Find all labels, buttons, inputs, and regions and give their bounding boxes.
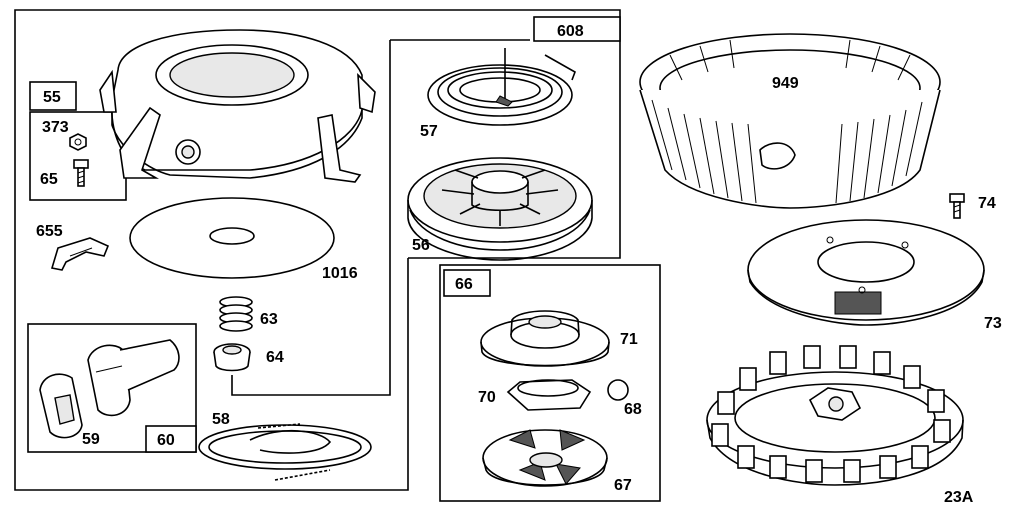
label-73: 73 [984,315,1002,332]
retainer-64-drawing [213,343,251,372]
label-64: 64 [266,349,284,366]
assembly-608-label: 608 [557,23,584,40]
label-23a: 23A [944,489,974,506]
label-373: 373 [42,119,69,136]
label-68: 68 [624,401,642,418]
nut-373-drawing [69,133,87,151]
assembly-55-label: 55 [43,89,61,106]
label-655: 655 [36,223,63,240]
blower-housing-drawing [99,29,376,183]
pulley-56-drawing [407,157,593,261]
label-1016: 1016 [322,265,358,282]
ratchet-70-drawing [506,379,592,411]
label-58: 58 [212,411,230,428]
grass-screen-949-drawing [639,33,941,209]
recoil-spring-57-drawing [427,48,576,126]
label-65: 65 [40,171,58,188]
clip-655-drawing [50,237,110,271]
label-74: 74 [978,195,996,212]
assembly-60-frame [27,323,197,453]
label-67: 67 [614,477,632,494]
label-63: 63 [260,311,278,328]
assembly-55-tag [29,81,77,111]
label-57: 57 [420,123,438,140]
assembly-66-frame [439,264,661,502]
ball-68-drawing [607,379,629,401]
assembly-66-tag [443,269,491,297]
assembly-608-tag [533,16,621,42]
ratchet-base-67-drawing [482,429,608,487]
assembly-60-tag [145,425,197,453]
assembly-608-frame [231,40,391,396]
assembly-66-label: 66 [455,276,473,293]
assembly-60-label: 60 [157,432,175,449]
label-56: 56 [412,237,430,254]
label-59: 59 [82,431,100,448]
screw-74-drawing [949,193,965,219]
starter-assembly-frame [14,9,621,491]
plate-1016-drawing [129,197,335,279]
flywheel-23a-drawing [706,345,964,486]
label-949: 949 [772,75,799,92]
cover-73-drawing [747,219,985,326]
rope-58-drawing [198,423,372,481]
handle-59-drawing [39,339,180,439]
cup-71-drawing [480,310,610,367]
screw-65-drawing [73,159,89,187]
spring-63-drawing [219,296,253,332]
label-71: 71 [620,331,638,348]
label-70: 70 [478,389,496,406]
